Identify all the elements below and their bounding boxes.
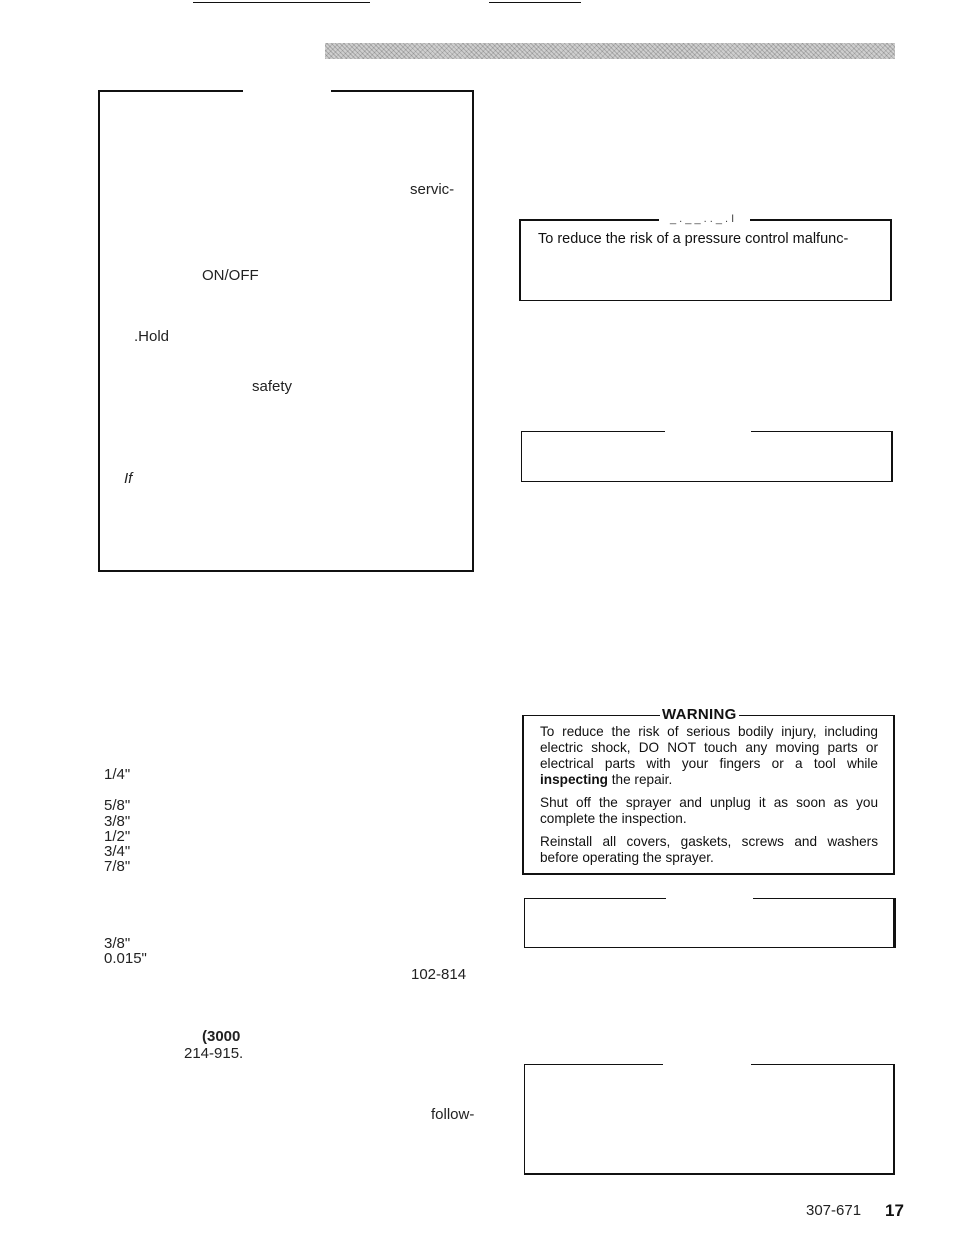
part-number-1: 102-814 — [411, 966, 467, 983]
warning-paragraph-1: To reduce the risk of serious bodily inj… — [540, 724, 878, 788]
part-number-2: 214-915. — [184, 1045, 244, 1062]
warning-box — [522, 715, 895, 875]
warning-para1-text: To reduce the risk of serious bodily inj… — [540, 724, 878, 771]
hold-fragment: .Hold — [134, 328, 170, 345]
caution-box-3-rule-b — [751, 1064, 895, 1065]
size-4: 1/2" — [104, 828, 131, 845]
caution-box-1-rule-a — [521, 431, 665, 432]
document-number: 307-671 — [806, 1202, 862, 1219]
caution-box-3 — [524, 1064, 895, 1175]
pressure-note-cut-line: .... ..... ....... ... .......... ..... … — [538, 284, 701, 290]
pressure-note-line: To reduce the risk of a pressure control… — [538, 231, 849, 247]
caution-box-1-rule-b — [751, 431, 893, 432]
section-banner — [325, 43, 895, 59]
warning-paragraph-3: Reinstall all covers, gaskets, screws an… — [540, 834, 878, 865]
safety-fragment: safety — [252, 378, 293, 395]
pressure-note-box — [519, 219, 892, 301]
warning-inspecting-word: inspecting — [540, 772, 608, 787]
left-caution-box — [98, 90, 474, 572]
caution-box-2-rule-b — [753, 898, 896, 899]
size-3: 3/8" — [104, 813, 131, 830]
size-6: 7/8" — [104, 858, 131, 875]
follow-fragment: follow- — [431, 1106, 475, 1123]
size-2: 5/8" — [104, 797, 131, 814]
size-1: 1/4" — [104, 766, 131, 783]
caution-box-2-rule-a — [524, 898, 666, 899]
left-box-top-rule-b — [331, 90, 474, 92]
onoff-fragment: ON/OFF — [202, 267, 259, 284]
header-rule-right — [489, 2, 581, 3]
warning-paragraph-2: Shut off the sprayer and unplug it as so… — [540, 795, 878, 826]
size-b: 3/8" — [104, 935, 131, 952]
warning-title: WARNING — [660, 706, 739, 723]
warning-body: To reduce the risk of serious bodily inj… — [540, 724, 878, 873]
header-rule-left — [193, 2, 370, 3]
gap-value: 0.015" — [104, 950, 147, 967]
caution-box-1 — [521, 431, 893, 482]
caution-box-3-rule-a — [524, 1064, 663, 1065]
pressure-fragment: (3000 — [202, 1028, 241, 1045]
pressure-box-top-rule-a — [519, 219, 659, 221]
warning-para1-end: the repair. — [607, 772, 673, 787]
page-number: 17 — [885, 1201, 904, 1220]
caution-box-2 — [524, 898, 896, 948]
left-box-top-rule-a — [98, 90, 243, 92]
size-5: 3/4" — [104, 843, 131, 860]
pressure-box-top-rule-b — [750, 219, 892, 221]
pressure-heading-fragment: _ . _ _ . . _ . I — [670, 213, 735, 225]
if-fragment: If — [124, 470, 133, 487]
servic-fragment: servic- — [410, 181, 455, 198]
